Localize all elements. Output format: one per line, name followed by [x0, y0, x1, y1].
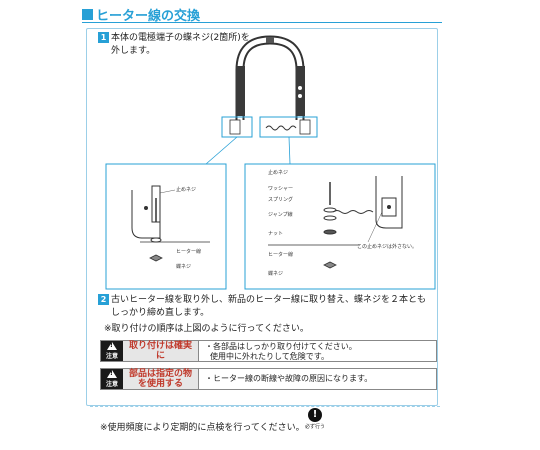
warning-2-head: 注意 部品は指定の物を使用する — [101, 369, 199, 389]
warning-triangle-icon — [107, 342, 117, 350]
warning-triangle-icon — [107, 370, 117, 378]
left-detail-illustration — [131, 185, 210, 262]
right-label-stop-screw: 止めネジ — [268, 169, 288, 176]
must-do-label: 必ず行う — [304, 424, 325, 430]
warning-1-label: 取り付けは確実に — [128, 341, 192, 361]
left-label-wingnut: 蝶ネジ — [176, 263, 191, 270]
warning-1-text: ・各部品はしっかり取り付けてください。 使用中に外れたりして危険です。 — [199, 341, 436, 361]
warning-row-2: 注意 部品は指定の物を使用する ・ヒーター線の断線や故障の原因になります。 — [100, 368, 437, 390]
warning-2-text: ・ヒーター線の断線や故障の原因になります。 — [199, 369, 436, 389]
detail-box-right — [244, 163, 436, 290]
title-underline — [82, 22, 442, 23]
order-note: ※取り付けの順序は上図のように行ってください。 — [104, 324, 309, 334]
warning-2-badge-text: 注意 — [105, 381, 118, 388]
left-label-heater: ヒーター線 — [176, 248, 201, 255]
section-title: ヒーター線の交換 — [82, 5, 200, 24]
footer-note: ※使用頻度により定期的に点検を行ってください。 — [100, 423, 305, 433]
right-label-spring: スプリング — [268, 196, 293, 203]
right-label-nut: ナット — [268, 231, 283, 237]
step-1-number: 1 — [98, 32, 109, 43]
step-2-line1: 古いヒーター線を取り外し、新品のヒーター線に取り替え、蝶ネジを２本とも — [111, 295, 427, 305]
zoom-box-right — [259, 116, 318, 138]
right-label-jumper: ジャンプ線 — [268, 211, 293, 218]
footer-divider — [90, 406, 440, 407]
right-label-washer: ワッシャー — [268, 186, 293, 192]
step-1-line1: 本体の電極端子の蝶ネジ(2箇所)を — [111, 33, 250, 43]
warning-1-head: 注意 取り付けは確実に — [101, 341, 199, 361]
must-do-indicator: ! 必ず行う — [300, 408, 330, 430]
warning-1-text-line1: ・各部品はしっかり取り付けてください。 — [205, 342, 357, 351]
must-do-icon: ! — [308, 408, 322, 422]
right-label-do-not-remove: この止めネジは外さない。 — [357, 243, 417, 250]
right-detail-illustration — [268, 176, 403, 269]
warning-2-label: 部品は指定の物を使用する — [128, 369, 192, 389]
heater-unit-illustration — [235, 35, 305, 120]
warning-1-caution-icon: 注意 — [101, 341, 123, 361]
warning-row-1: 注意 取り付けは確実に ・各部品はしっかり取り付けてください。 使用中に外れたり… — [100, 340, 437, 362]
title-square-icon — [82, 9, 93, 20]
step-2-line2: しっかり締め直します。 — [111, 308, 210, 318]
right-label-heater: ヒーター線 — [268, 251, 293, 258]
step-1-line2: 外します。 — [111, 46, 156, 56]
detail-box-left — [105, 163, 227, 290]
right-label-wing-screw: 蝶ネジ — [268, 270, 283, 277]
step-2-number: 2 — [98, 294, 109, 305]
warning-2-caution-icon: 注意 — [101, 369, 123, 389]
warning-2-text-line1: ・ヒーター線の断線や故障の原因になります。 — [205, 374, 373, 383]
warning-1-text-line2: 使用中に外れたりして危険です。 — [210, 352, 329, 361]
content-frame — [86, 28, 438, 406]
title-text: ヒーター線の交換 — [96, 9, 201, 24]
warning-1-badge-text: 注意 — [105, 353, 118, 360]
left-label-screw: 止めネジ — [176, 186, 196, 193]
